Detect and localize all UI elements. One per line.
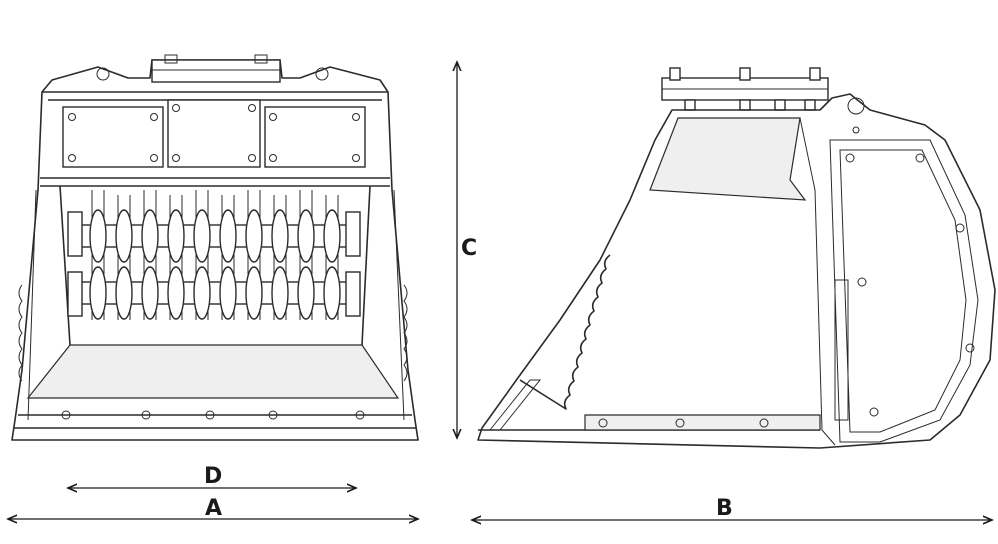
left-ear-hole [96,67,110,81]
dimension-a-label: A [205,496,223,521]
top-plate-bolts [669,67,821,111]
front-floor [26,344,400,399]
front-edge-bolts [61,410,365,420]
dimension-d-label: D [204,464,223,489]
front-panel-center [167,99,261,168]
side-upper-shell [649,117,807,201]
front-top-plate [151,59,281,83]
panel-bolts [68,104,360,162]
right-ear-hole [315,67,329,81]
dimension-c-label: C [461,236,478,261]
side-edge-bolts [598,418,769,428]
front-panel-left [62,106,164,168]
side-view [477,67,996,449]
dimension-b-label: B [716,496,733,521]
rotor-assembly [67,190,361,320]
side-body-outline [477,93,996,449]
side-serrated-edge [519,254,611,410]
side-panel-bolts [845,126,975,417]
front-panel-right [264,106,366,168]
front-view [11,54,419,441]
pivot-hole [847,97,865,115]
side-wear-plate [584,414,821,431]
dimension-lines [8,62,992,520]
